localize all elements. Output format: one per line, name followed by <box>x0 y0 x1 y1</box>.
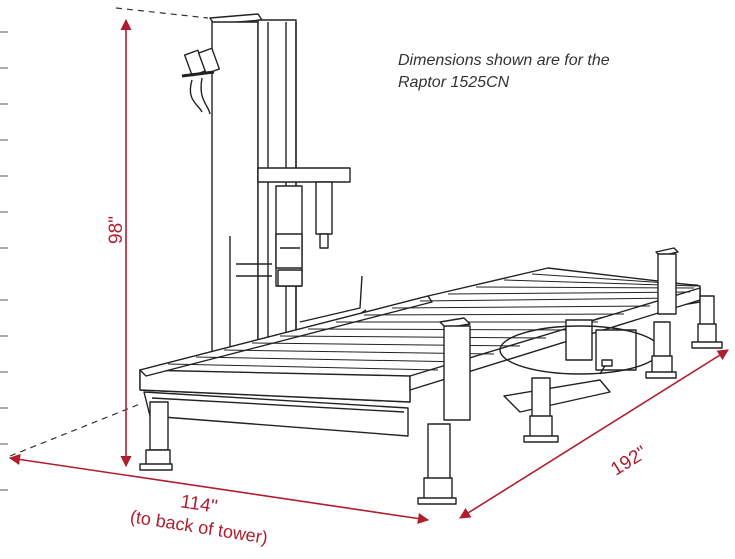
drive-box <box>503 379 611 413</box>
tower <box>209 13 297 353</box>
length-dimension-line <box>459 349 729 519</box>
height-label: 98" <box>106 216 127 244</box>
dimensions-note: Dimensions shown are for the Raptor 1525… <box>398 50 718 94</box>
note-line-1: Dimensions shown are for the <box>398 52 610 69</box>
depth-dimension-line <box>8 453 430 525</box>
projection-lines <box>9 7 209 457</box>
ruler-ticks <box>0 31 8 491</box>
sensor-head <box>181 47 221 115</box>
dimension-lines <box>8 18 729 525</box>
length-label: 192" <box>607 442 651 480</box>
carriage <box>257 167 351 287</box>
note-line-2: Raptor 1525CN <box>398 74 510 91</box>
